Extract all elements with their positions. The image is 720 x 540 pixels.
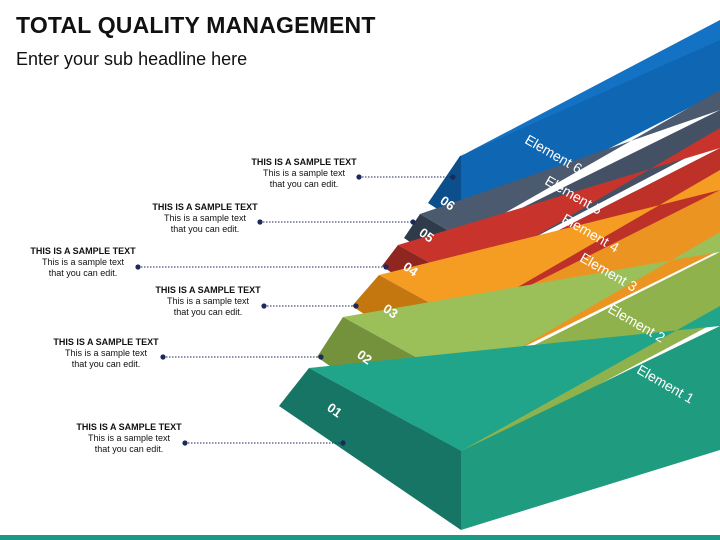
step-2-number: 02 [354,347,374,368]
callout-title: THIS IS A SAMPLE TEXT [251,157,357,167]
bottom-accent-bar [0,535,720,540]
step-3-top-face [379,170,720,320]
connector-start-dot-3 [261,303,267,309]
connector-end-dot-5 [410,219,416,225]
step-5-number: 05 [416,225,436,246]
connector-start-dot-4 [135,264,141,270]
callout-body: This is a sample text that you can edit. [262,168,346,189]
connector-start-dot-1 [182,440,188,446]
callout-step-5: THIS IS A SAMPLE TEXT This is a sample t… [125,201,285,235]
connector-start-dot-2 [160,354,166,360]
callout-body: This is a sample text that you can edit. [41,257,125,278]
callout-title: THIS IS A SAMPLE TEXT [152,202,258,212]
connector-start-dot-6 [356,174,362,180]
connector-end-dot-6 [450,174,456,180]
callout-title: THIS IS A SAMPLE TEXT [76,422,182,432]
connector-end-dot-3 [353,303,359,309]
page-subtitle: Enter your sub headline here [16,49,248,69]
callout-step-3: THIS IS A SAMPLE TEXT This is a sample t… [128,284,288,318]
connector-end-dot-2 [318,354,324,360]
connector-end-dot-1 [340,440,346,446]
step-4-top-face [398,128,720,280]
step-1-number: 01 [324,400,344,421]
step-1-top-face [309,306,720,451]
callout-body: This is a sample text that you can edit. [64,348,148,369]
connector-end-dot-4 [383,264,389,270]
callout-step-1: THIS IS A SAMPLE TEXT This is a sample t… [49,421,209,455]
callout-title: THIS IS A SAMPLE TEXT [53,337,159,347]
callout-title: THIS IS A SAMPLE TEXT [30,246,136,256]
callout-body: This is a sample text that you can edit. [87,433,171,454]
step-2-top-face [343,232,720,382]
connector-start-dot-5 [257,219,263,225]
step-6-side-face [461,22,720,224]
callout-step-6: THIS IS A SAMPLE TEXT This is a sample t… [224,156,384,190]
callout-step-2: THIS IS A SAMPLE TEXT This is a sample t… [26,336,186,370]
page-title: TOTAL QUALITY MANAGEMENT [16,12,376,38]
step-1-side-face [461,326,720,530]
callout-step-4: THIS IS A SAMPLE TEXT This is a sample t… [3,245,163,279]
callout-body: This is a sample text that you can edit. [166,296,250,317]
callout-title: THIS IS A SAMPLE TEXT [155,285,261,295]
step-5-top-face [420,90,720,238]
callout-body: This is a sample text that you can edit. [163,213,247,234]
step-3-number: 03 [380,301,400,322]
step-1-front-face [279,368,461,530]
step-6-number: 06 [437,193,457,214]
